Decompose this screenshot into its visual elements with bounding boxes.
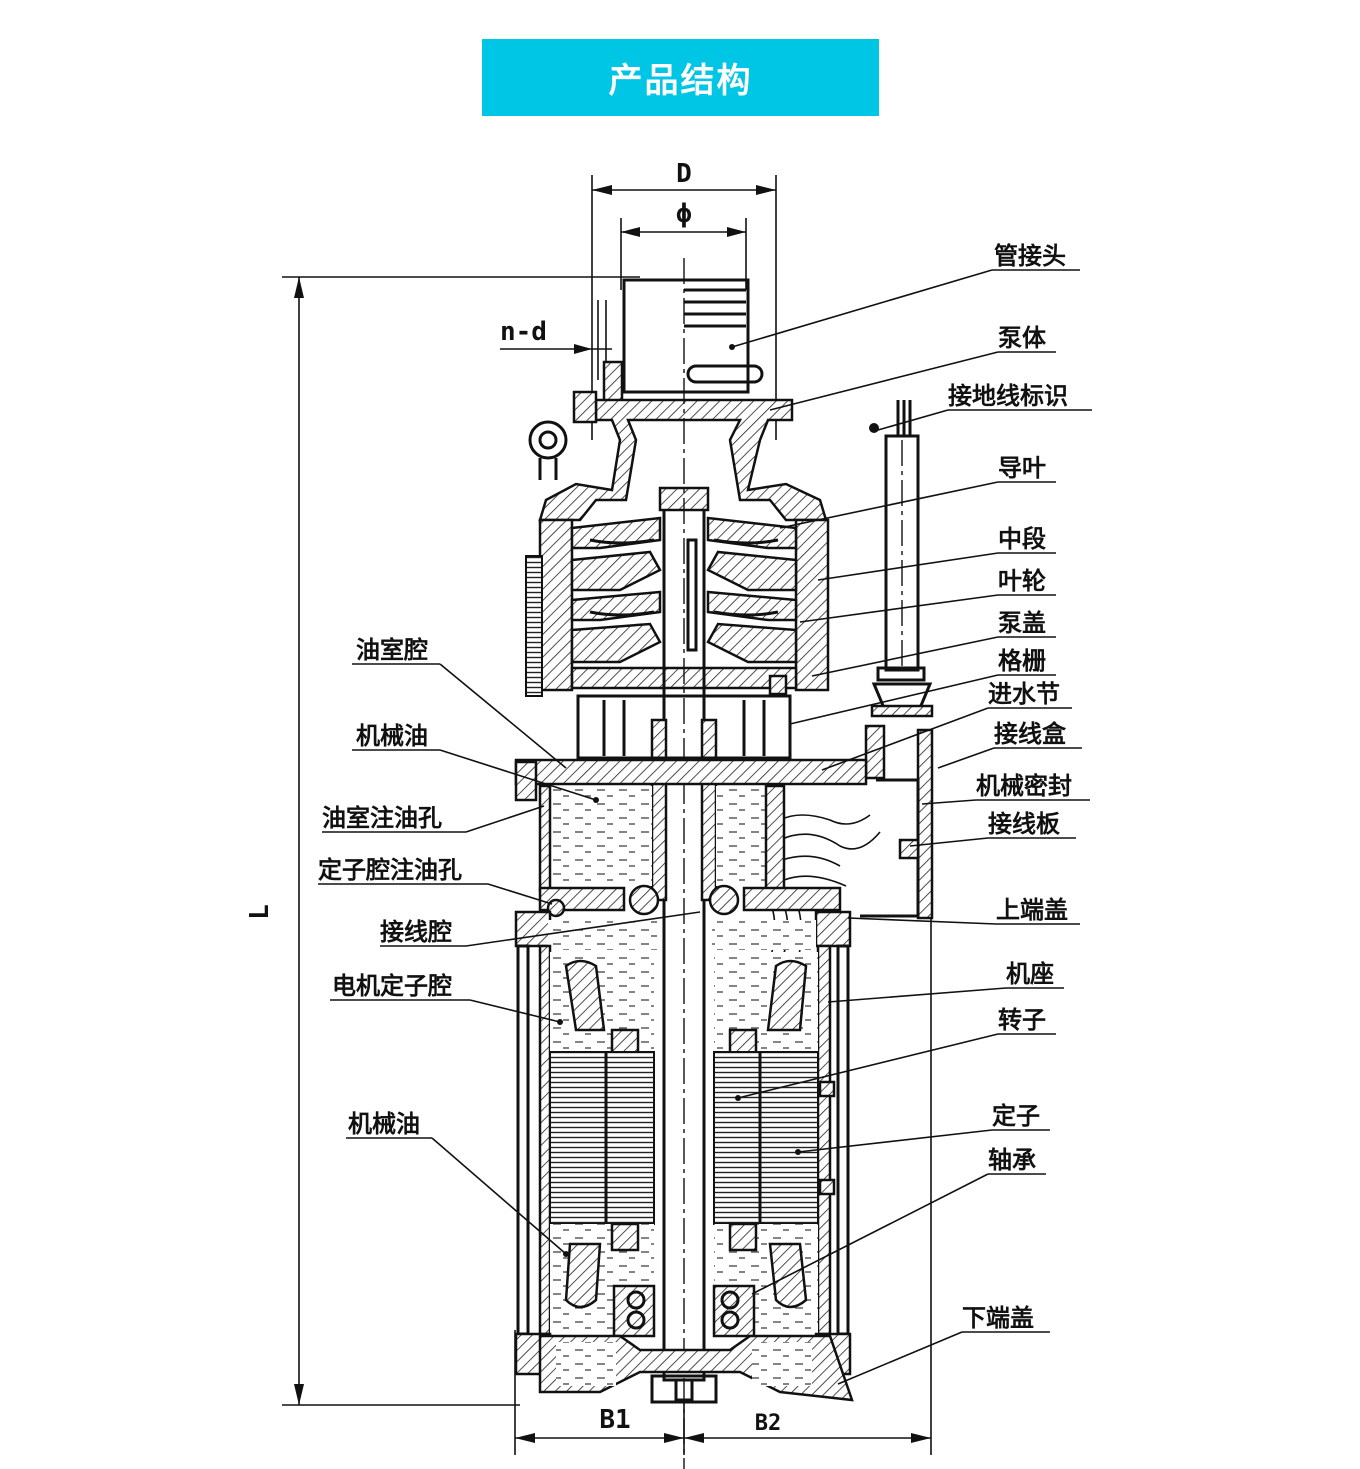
- label-grille: 格栅: [998, 647, 1046, 675]
- header-banner: 产品结构: [482, 39, 879, 116]
- motor-housing: [514, 910, 852, 1336]
- pipe-connector: [602, 278, 764, 406]
- dimension-phi: ϕ: [620, 199, 747, 290]
- dimension-d: D: [591, 159, 777, 440]
- label-mechanical-oil-lower: 机械油: [348, 1110, 420, 1138]
- label-motor-base: 机座: [1006, 960, 1054, 988]
- pump-shaft: [650, 258, 718, 1469]
- header-title: 产品结构: [608, 61, 753, 101]
- label-junction-box: 接线盒: [994, 720, 1067, 748]
- right-labels: 管接头 泵体 接地线标识 导叶 中段 叶轮 泵盖 格栅 进水节 接线盒 机械密封: [729, 242, 1092, 1385]
- label-terminal-board: 接线板: [988, 810, 1061, 838]
- inlet-section: [576, 674, 792, 760]
- label-oil-chamber: 油室腔: [356, 636, 428, 664]
- oil-chamber: [514, 758, 868, 918]
- label-rotor: 转子: [998, 1006, 1046, 1034]
- label-motor-stator-cavity: 电机定子腔: [332, 972, 452, 1000]
- label-stator-fill-hole: 定子腔注油孔: [318, 856, 462, 884]
- dim-label-b1: B1: [599, 1405, 630, 1435]
- label-bearing: 轴承: [988, 1146, 1036, 1174]
- rotor-stator: [549, 1051, 836, 1225]
- label-diffuser: 导叶: [998, 454, 1046, 482]
- dim-label-d: D: [676, 159, 692, 189]
- lower-chamber: [514, 1222, 854, 1404]
- cable-and-junction-box: [769, 400, 934, 959]
- label-lower-end-cover: 下端盖: [962, 1304, 1034, 1332]
- dim-label-n-d: n-d: [500, 317, 547, 347]
- dim-label-phi: ϕ: [676, 199, 692, 229]
- label-upper-end-cover: 上端盖: [996, 896, 1068, 924]
- label-pump-cover: 泵盖: [998, 609, 1046, 637]
- label-mechanical-oil-upper: 机械油: [356, 722, 428, 750]
- dimension-n-d: n-d: [500, 300, 612, 380]
- left-labels: 油室腔 机械油 油室注油孔 定子腔注油孔 接线腔 电机定子腔 机械油: [318, 636, 701, 1257]
- label-middle-section: 中段: [998, 525, 1046, 553]
- pump-stages: [525, 516, 830, 697]
- label-pump-body: 泵体: [998, 324, 1047, 352]
- label-impeller: 叶轮: [998, 567, 1046, 595]
- label-pipe-connector: 管接头: [994, 242, 1066, 270]
- label-mechanical-seal: 机械密封: [976, 772, 1072, 800]
- dimension-l: L: [245, 276, 640, 1406]
- pump-body: [528, 390, 828, 522]
- label-ground-mark: 接地线标识: [948, 382, 1068, 410]
- dim-label-l: L: [245, 904, 275, 920]
- dim-label-b2: B2: [755, 1411, 782, 1436]
- label-inlet-section: 进水节: [988, 680, 1060, 708]
- label-wiring-cavity: 接线腔: [380, 918, 452, 946]
- label-stator: 定子: [992, 1102, 1040, 1130]
- label-oil-fill-hole: 油室注油孔: [322, 804, 442, 832]
